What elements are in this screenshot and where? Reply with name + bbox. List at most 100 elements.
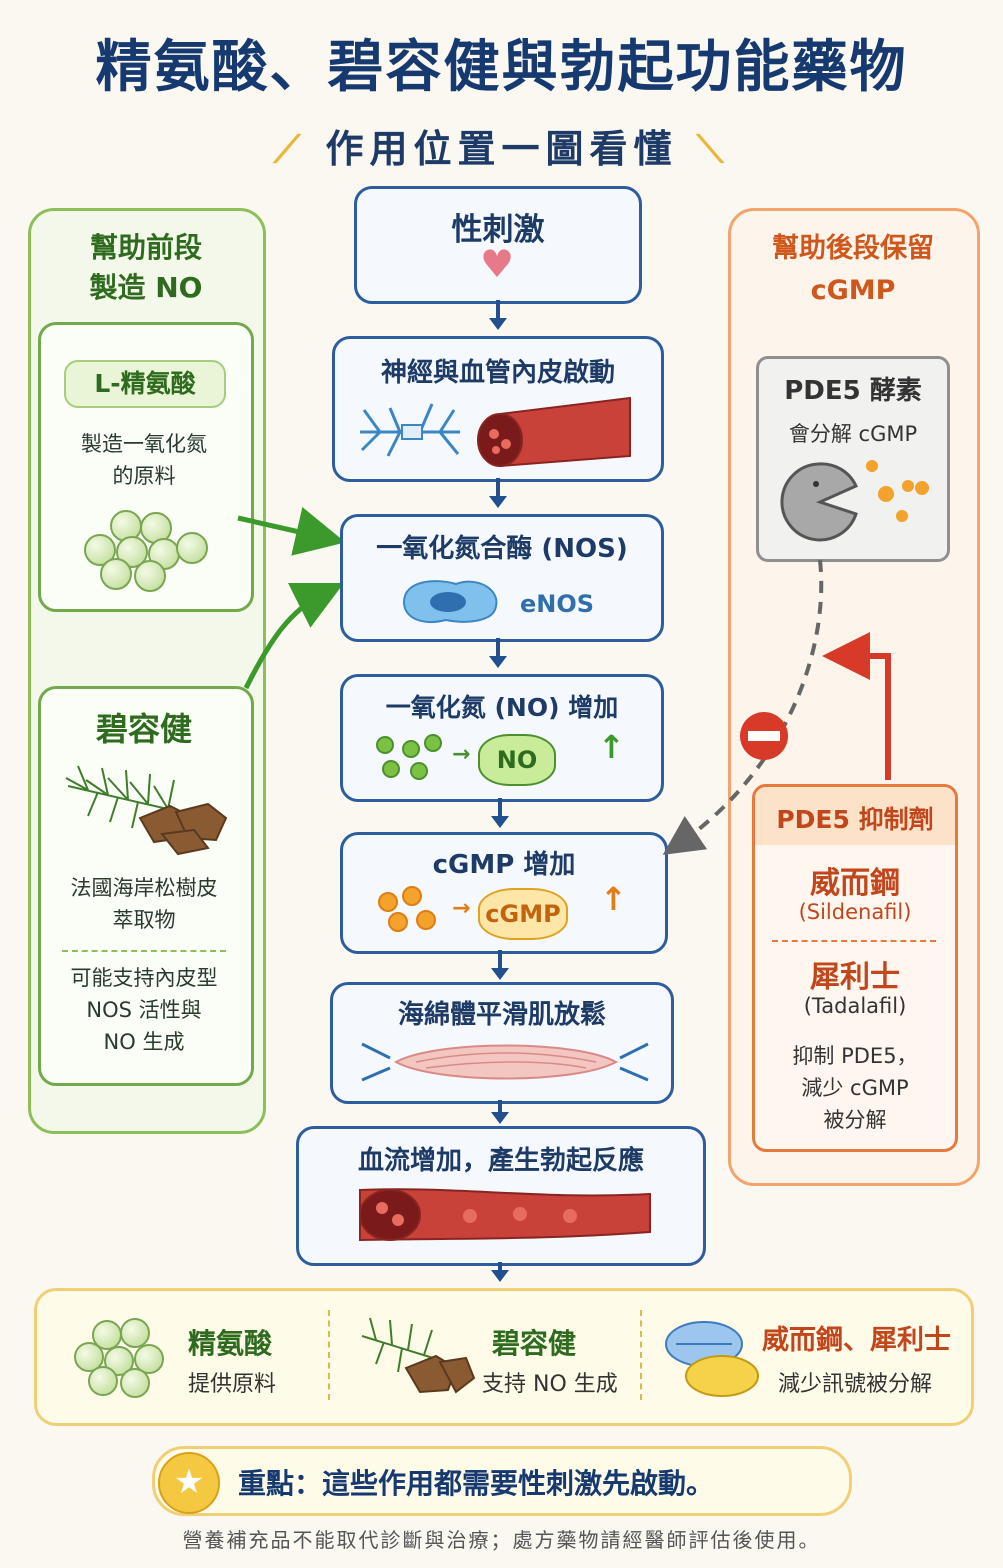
pycnogenol-note-line1: 可能支持內皮型 xyxy=(70,966,218,990)
disclaimer: 營養補充品不能取代診斷與治療；處方藥物請經醫師評估後使用。 xyxy=(182,1528,821,1552)
heart-icon: ♥ xyxy=(479,242,515,286)
arrow-down-icon xyxy=(491,1112,509,1124)
drug2-english: (Tadalafil) xyxy=(803,994,907,1018)
divider xyxy=(62,950,226,952)
arrow-down-icon xyxy=(491,1270,509,1282)
connector xyxy=(496,638,500,658)
inhibitor-header xyxy=(755,787,955,845)
step1-label: 性刺激 xyxy=(451,212,545,248)
arrow-down-icon xyxy=(491,968,509,980)
pycnogenol-desc: 法國海岸松樹皮 萃取物 xyxy=(40,872,248,936)
pills-icon xyxy=(665,1321,759,1397)
increase-arrow-icon: ↑ xyxy=(598,728,625,766)
page-subtitle: ⟋ 作用位置一圖看懂 ⟍ xyxy=(0,118,1003,173)
arrow-right-icon: → xyxy=(452,742,471,767)
cgmp-molecules-icon xyxy=(374,886,444,934)
arginine-desc-line1: 製造一氧化氮 xyxy=(81,432,207,456)
right-heading-line2: cGMP xyxy=(810,275,896,306)
endothelial-cell-icon xyxy=(402,580,498,623)
pycnogenol-label: 碧容健 xyxy=(95,710,192,748)
step5-label: cGMP 增加 xyxy=(432,850,576,880)
inhibitor-desc-line3: 被分解 xyxy=(823,1108,887,1132)
enos-label: eNOS xyxy=(520,590,595,618)
green-arrows xyxy=(237,506,346,690)
pine-bark-icon xyxy=(65,765,228,856)
no-badge: NO xyxy=(478,734,556,786)
pde5-degrade-arrow xyxy=(662,559,891,855)
arrow-down-icon xyxy=(489,318,507,330)
pde5-enzyme-card xyxy=(756,356,950,562)
right-heading-line1: 幫助後段保留 xyxy=(772,233,934,264)
arrow-arginine-to-nos xyxy=(237,506,346,556)
step6-label: 海綿體平滑肌放鬆 xyxy=(397,1000,606,1030)
arrow-pycnogenol-to-nos xyxy=(243,583,344,690)
right-panel-heading: 幫助後段保留 cGMP xyxy=(730,228,976,312)
subtitle-text: 作用位置一圖看懂 xyxy=(325,127,678,171)
arginine-label: L-精氨酸 xyxy=(64,360,226,408)
summary-item2-desc: 支持 NO 生成 xyxy=(482,1372,618,1397)
key-point-banner xyxy=(152,1446,852,1516)
flow-step-stimulation xyxy=(354,186,642,304)
sparkle-icon: ⟋ xyxy=(273,127,307,171)
pycnogenol-note-line2: NOS 活性與 xyxy=(86,998,202,1022)
drug1-english: (Sildenafil) xyxy=(798,900,912,924)
divider xyxy=(640,1310,642,1400)
connector xyxy=(498,950,502,970)
left-heading-line1: 幫助前段 xyxy=(89,231,202,264)
drug1-name: 威而鋼 xyxy=(810,866,900,901)
connector xyxy=(496,478,500,498)
step3-label: 一氧化氮合酶 (NOS) xyxy=(376,534,628,564)
step4-label: 一氧化氮 (NO) 增加 xyxy=(385,693,619,722)
flow-step-muscle xyxy=(330,982,674,1104)
summary-item3-desc: 減少訊號被分解 xyxy=(778,1372,933,1397)
no-molecules-icon xyxy=(372,734,442,782)
divider xyxy=(328,1310,330,1400)
arrow-down-icon xyxy=(491,816,509,828)
pde5-label: PDE5 酵素 xyxy=(784,376,922,406)
arrow-down-icon xyxy=(489,496,507,508)
smooth-muscle-icon xyxy=(361,1042,649,1082)
drug2-name: 犀利士 xyxy=(810,960,900,995)
connector xyxy=(496,300,500,320)
connector xyxy=(498,1262,502,1274)
step2-label: 神經與血管內皮啟動 xyxy=(380,358,615,388)
summary-item2-title: 碧容健 xyxy=(492,1327,577,1360)
increase-arrow-icon: ↑ xyxy=(600,880,627,918)
divider xyxy=(772,940,936,942)
summary-item1-desc: 提供原料 xyxy=(188,1372,277,1397)
pine-bark-icon xyxy=(361,1317,476,1394)
left-panel-heading: 幫助前段 製造 NO xyxy=(30,228,262,308)
cgmp-badge: cGMP xyxy=(478,888,568,940)
pde5-inhibitor-card xyxy=(752,784,958,1152)
connector xyxy=(498,798,502,818)
key-point-text: 重點：這些作用都需要性刺激先啟動。 xyxy=(238,1467,715,1500)
arrow-down-icon xyxy=(489,656,507,668)
pde5-desc: 會分解 cGMP xyxy=(788,422,918,446)
pycnogenol-desc-line1: 法國海岸松樹皮 xyxy=(70,876,218,900)
sparkle-icon: ⟍ xyxy=(696,127,730,171)
blood-vessel-icon xyxy=(359,1188,651,1242)
star-icon: ★ xyxy=(158,1452,220,1514)
pycnogenol-card xyxy=(38,686,254,1086)
summary-bar xyxy=(34,1288,974,1426)
inhibitor-desc-line1: 抑制 PDE5， xyxy=(792,1044,918,1068)
arginine-desc-line2: 的原料 xyxy=(112,464,176,488)
flow-step-nos xyxy=(340,514,664,642)
inhibit-arrow xyxy=(822,632,891,780)
pycnogenol-desc-line2: 萃取物 xyxy=(112,908,176,932)
nerve-vessel-icon xyxy=(360,396,631,468)
page-title: 精氨酸、碧容健與勃起功能藥物 xyxy=(95,35,908,100)
inhibitor-label: PDE5 抑制劑 xyxy=(776,805,934,834)
summary-item3-title: 威而鋼、犀利士 xyxy=(762,1325,951,1356)
inhibitor-desc: 抑制 PDE5， 減少 cGMP 被分解 xyxy=(752,1040,958,1136)
pycnogenol-note-line3: NO 生成 xyxy=(103,1030,185,1054)
summary-item1-title: 精氨酸 xyxy=(188,1327,273,1360)
inhibitor-desc-line2: 減少 cGMP xyxy=(801,1076,909,1100)
connector xyxy=(498,1100,502,1116)
left-heading-line2: 製造 NO xyxy=(89,271,203,304)
arginine-desc: 製造一氧化氮 的原料 xyxy=(40,428,248,492)
pde5-enzyme-icon xyxy=(780,460,929,542)
arginine-beads-icon xyxy=(80,510,210,592)
pycnogenol-note: 可能支持內皮型 NOS 活性與 NO 生成 xyxy=(40,962,248,1058)
arrow-right-icon: → xyxy=(452,896,471,921)
